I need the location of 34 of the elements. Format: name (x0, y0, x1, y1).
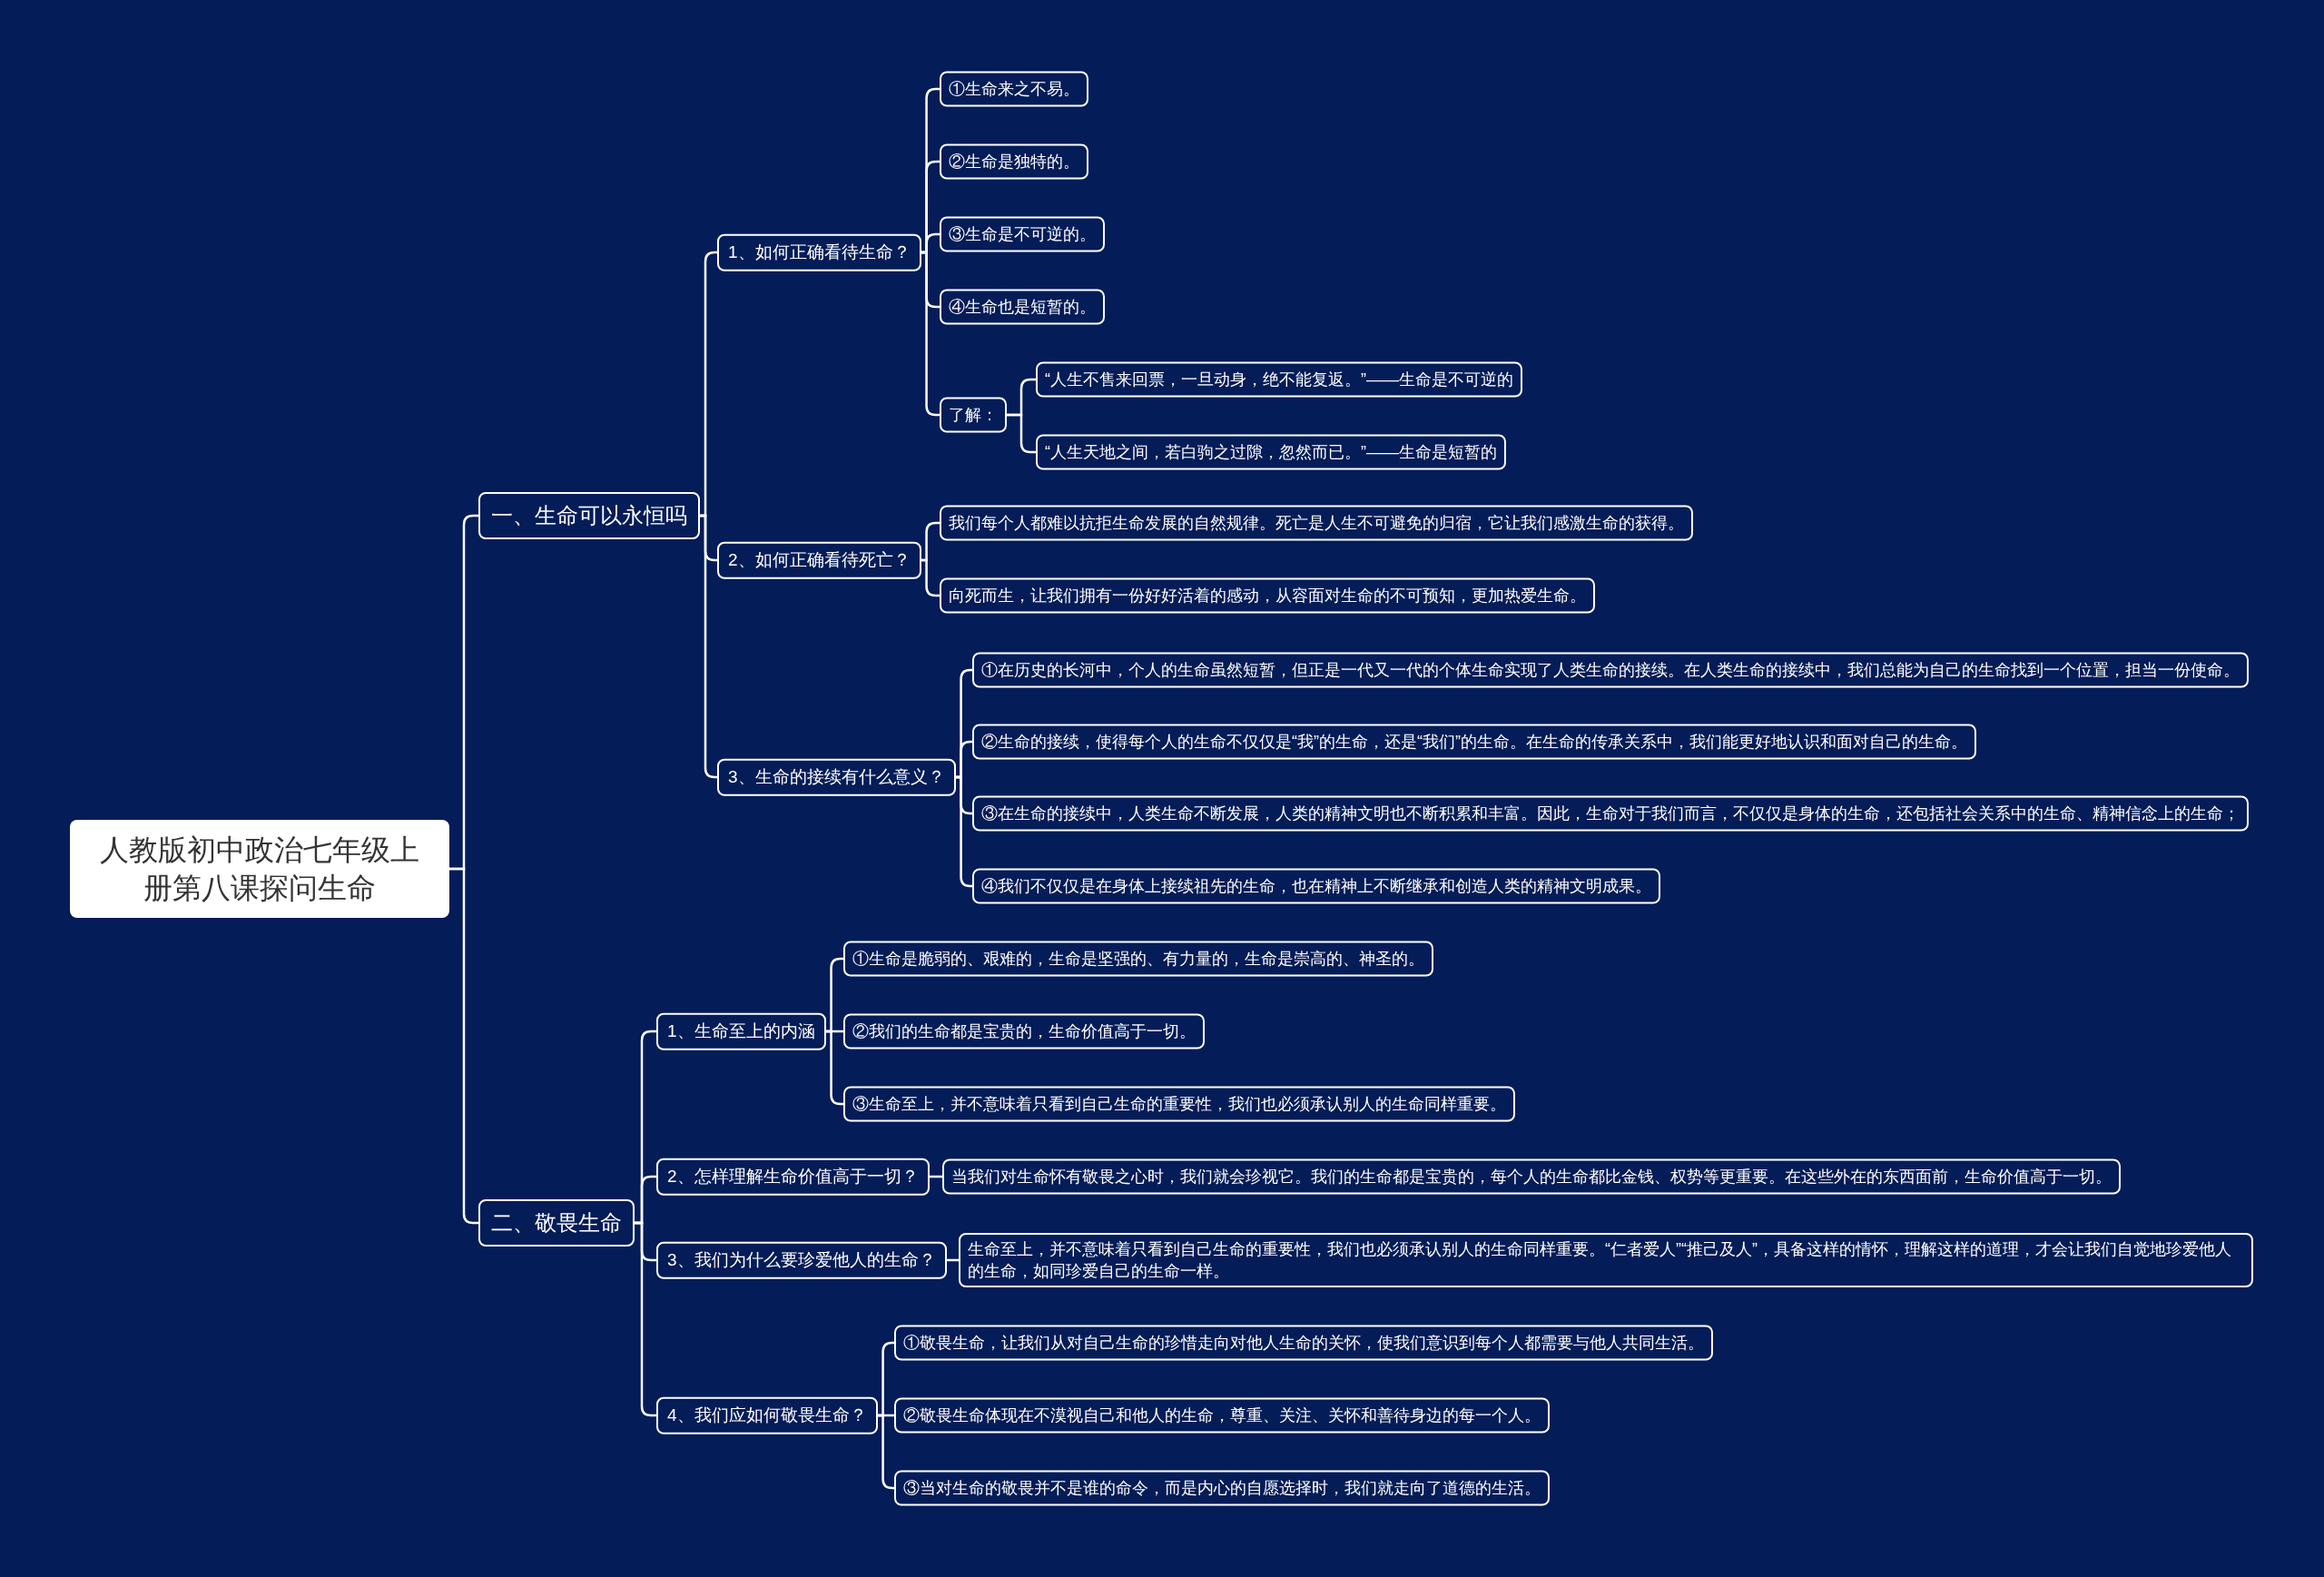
central-topic: 人教版初中政治七年级上册第八课探问生命 (70, 820, 449, 918)
leaf-box: 向死而生，让我们拥有一份好好活着的感动，从容面对生命的不可预知，更加热爱生命。 (940, 577, 1595, 614)
subtopic-box: 4、我们应如何敬畏生命？ (656, 1396, 878, 1434)
leaf-box: ②我们的生命都是宝贵的，生命价值高于一切。 (843, 1013, 1205, 1050)
connector-line (635, 1221, 656, 1417)
leaf-box: ①在历史的长河中，个人的生命虽然短暂，但正是一代又一代的个体生命实现了人类生命的接续。在人类生命的接续中，我们总能为自己的生命找到一个位置，担当一份使命。 (972, 652, 2249, 688)
connector-line (921, 558, 940, 597)
leaf-box: 当我们对生命怀有敬畏之心时，我们就会珍视它。我们的生命都是宝贵的，每个人的生命都比金钱、权势等更重要。在这些外在的东西面前，生命价值高于一切。 (942, 1158, 2121, 1195)
leaf-box: ②生命是独特的。 (940, 143, 1088, 180)
connector-line (1007, 413, 1036, 454)
main-topic-box: 二、敬畏生命 (478, 1199, 635, 1247)
subtopic-box: 1、生命至上的内涵 (656, 1012, 826, 1050)
subtopic-box: 3、生命的接续有什么意义？ (717, 758, 956, 796)
subtopic-box: 1、如何正确看待生命？ (717, 233, 921, 271)
leaf-box: ②生命的接续，使得每个人的生命不仅仅是“我”的生命，还是“我们”的生命。在生命的传承关系中，我们能更好地认识和面对自己的生命。 (972, 724, 1976, 760)
leaf-box: ②敬畏生命体现在不漠视自己和他人的生命，尊重、关注、关怀和善待身边的每一个人。 (894, 1397, 1550, 1434)
main-topic-box: 一、生命可以永恒吗 (478, 492, 700, 539)
leaf-box: 我们每个人都难以抗拒生命发展的自然规律。死亡是人生不可避免的归宿，它让我们感激生命的获得。 (940, 505, 1693, 541)
leaf-box: ③生命至上，并不意味着只看到自己生命的重要性，我们也必须承认别人的生命同样重要。 (843, 1086, 1515, 1122)
subtopic-box: 2、怎样理解生命价值高于一切？ (656, 1158, 930, 1196)
leaf-box: “人生天地之间，若白驹之过隙，忽然而已。”——生命是短暂的 (1036, 434, 1506, 470)
leaf-box: ③当对生命的敬畏并不是谁的命令，而是内心的自愿选择时，我们就走向了道德的生活。 (894, 1470, 1550, 1506)
leaf-box: “人生不售来回票，一旦动身，绝不能复返。”——生命是不可逆的 (1036, 361, 1522, 398)
leaf-box: ③生命是不可逆的。 (940, 216, 1105, 252)
leaf-box: ①生命来之不易。 (940, 71, 1088, 107)
subtopic-box: 3、我们为什么要珍爱他人的生命？ (656, 1241, 947, 1279)
leaf-box: ④生命也是短暂的。 (940, 289, 1105, 325)
leaf-box: 了解： (940, 397, 1007, 433)
leaf-box: ③在生命的接续中，人类生命不断发展，人类的精神文明也不断积累和丰富。因此，生命对于我们而言，不仅仅是身体的生命，还包括社会关系中的生命、精神信念上的生命； (972, 795, 2249, 832)
leaf-box: ①敬畏生命，让我们从对自己生命的珍惜走向对他人生命的关怀，使我们意识到每个人都需要与他人共同生活。 (894, 1325, 1713, 1361)
leaf-box: ①生命是脆弱的、艰难的，生命是坚强的、有力量的，生命是崇高的、神圣的。 (843, 941, 1433, 977)
leaf-box: ④我们不仅仅是在身体上接续祖先的生命，也在精神上不断继承和创造人类的精神文明成果。 (972, 868, 1660, 904)
leaf-box: 生命至上，并不意味着只看到自己生命的重要性，我们也必须承认别人的生命同样重要。“仁者爱人”“推己及人”，具备这样的情怀，理解这样的道理，才会让我们自觉地珍爱他人的生命，如同珍爱自己的生命一样。 (959, 1233, 2253, 1287)
subtopic-box: 2、如何正确看待死亡？ (717, 541, 921, 579)
